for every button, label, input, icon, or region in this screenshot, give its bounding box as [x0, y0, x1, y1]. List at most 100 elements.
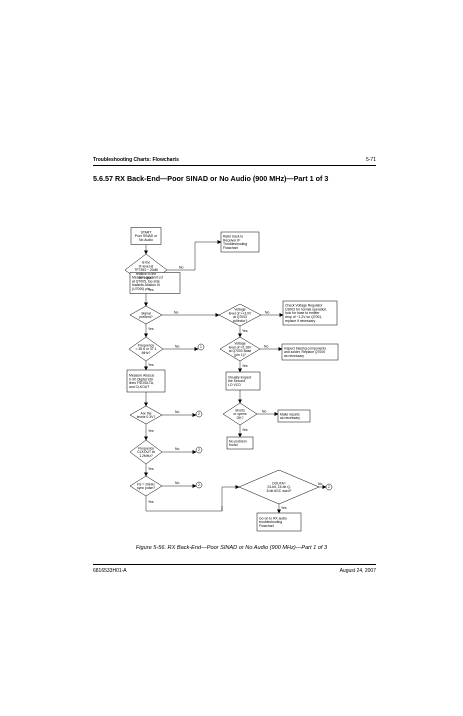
header-section-name: Flowcharts: [151, 157, 179, 163]
d_freq2-text: 1.2MHz?: [139, 454, 153, 458]
d_level-text: TP7353 ~ 20dB: [134, 268, 158, 272]
refer_back-text: Flowchart: [223, 246, 238, 250]
check_reg-text: U3003 for normal operation,: [285, 307, 327, 311]
start-text: Poor SINAD or: [135, 234, 158, 238]
yes-label: Yes: [148, 327, 154, 331]
inspect-text: as necessary: [284, 354, 304, 358]
header-section-bold: Troubleshooting Charts:: [93, 157, 152, 163]
measure_lo-text: towards Abacus III: [132, 283, 160, 287]
go_on-text: Go on to RX audio: [259, 516, 287, 520]
visually-text: Visually inspect: [228, 375, 251, 379]
measure_abacus-text: lines FSO/DLTA,: [129, 381, 154, 385]
d_fs-text: sync pulse?: [137, 486, 155, 490]
yes-label: Yes: [148, 363, 154, 367]
check_reg-text: Check Voltage Regulator: [285, 303, 323, 307]
yes-label: Yes: [148, 288, 154, 292]
start-box: [130, 227, 162, 245]
d_fs-decision: [129, 475, 163, 497]
page-header-section: Troubleshooting Charts: Flowcharts: [93, 157, 179, 163]
inspect-text: Inspect biasing components: [284, 346, 326, 350]
d_levels-text: Are the: [141, 411, 152, 415]
no-label: No: [175, 481, 179, 485]
d_levels-decision: [129, 405, 163, 425]
check_reg-text: look for base to emitter: [285, 311, 320, 315]
d_voltage1-text: at Q7003: [233, 315, 247, 319]
no_problem-text: found: [229, 443, 238, 447]
refer_back-box: [220, 231, 260, 253]
make_repairs-text: Make repairs: [280, 412, 300, 416]
d_dout-text: DOUTA=: [272, 481, 286, 485]
measure_abacus-box: [126, 369, 166, 393]
no-label: No: [175, 447, 179, 451]
d_shorts-text: or opens: [233, 412, 246, 416]
d_freq1-decision: [128, 336, 164, 362]
no-label: No: [175, 345, 179, 349]
go_on-text: Flowchart: [259, 524, 274, 528]
d_shorts-text: Shorts: [235, 408, 245, 412]
start-text: No Audio: [139, 238, 153, 242]
measure_lo-text: Measure Second LO: [132, 275, 163, 279]
d_level-text: relative to the: [136, 272, 156, 276]
check_reg-box: [282, 300, 338, 326]
d_level-text: RF input?: [139, 276, 154, 280]
refer_back-text: Troubleshooting: [223, 242, 247, 246]
connector-2: [195, 481, 203, 489]
measure_lo-text: (U7000) pin: [132, 287, 150, 291]
d_dout-decision: [238, 469, 320, 505]
check_reg-text: replace if necessary: [285, 319, 315, 323]
measure_abacus-text: and CLKOUT: [129, 385, 149, 389]
d_voltage1-decision: [218, 303, 262, 327]
start-text: START: [141, 230, 152, 234]
document-number: 6816533H01-A: [93, 568, 127, 574]
header-rule: [93, 165, 376, 166]
d_signal-text: present?: [139, 315, 152, 319]
no-label: No: [318, 482, 322, 486]
make_repairs-text: as necessary: [280, 416, 300, 420]
no_problem-box: [226, 436, 254, 450]
connector-label: 2: [198, 412, 200, 416]
connector-label: 2: [198, 448, 200, 452]
d_freq1-text: MHz?: [142, 351, 151, 355]
connector-2: [325, 483, 333, 491]
d_voltage1-text: Voltage: [234, 307, 245, 311]
refer_back-text: Refer back to: [223, 234, 243, 238]
flow-arrow: [221, 485, 240, 511]
yes-label: Yes: [242, 364, 248, 368]
d_level-text: Is the: [142, 260, 150, 264]
yes-label: Yes: [148, 467, 154, 471]
check_reg-text: drop of ~1.2V on Q7001,: [285, 315, 322, 319]
visually-text: the Second: [228, 379, 245, 383]
d_voltage1-text: collector?: [233, 319, 248, 323]
d_voltage1-text: level of >+3.0V: [229, 311, 252, 315]
yes-label: Yes: [242, 428, 248, 432]
no-label: No: [174, 311, 178, 315]
d_freq1-text: Frequency: [138, 343, 154, 347]
d_voltage2-decision: [219, 336, 261, 362]
measure_abacus-text: Measure Abacus: [129, 373, 155, 377]
measure_abacus-text: 0-3V Digital SSI: [129, 377, 153, 381]
d_shorts-text: OK?: [237, 416, 244, 420]
inspect-box: [281, 343, 339, 361]
visually-text: LO VCO: [228, 383, 241, 387]
d_signal-text: Signal: [141, 311, 151, 315]
section-title: 5.6.57 RX Back-End—Poor SINAD or No Audi…: [93, 174, 329, 183]
connector-label: 2: [328, 485, 330, 489]
go_on-text: troubleshooting: [259, 520, 282, 524]
make_repairs-box: [277, 409, 311, 423]
visually-box: [225, 371, 261, 391]
measure_lo-text: at Q7005, top side: [132, 279, 160, 283]
no-label: No: [179, 266, 183, 270]
d_signal-decision: [129, 305, 163, 325]
d_level-text: IF level at: [139, 264, 154, 268]
page-number: 5-71: [365, 157, 376, 163]
refer_back-text: Receiver IF: [223, 238, 240, 242]
footer-rule: [93, 564, 376, 565]
go_on-box: [256, 512, 302, 532]
connector-label: 1: [200, 345, 202, 349]
d_voltage2-text: (pin 1)?: [234, 353, 246, 357]
d_freq1-text: = 35.6 or 37.1: [135, 347, 156, 351]
connector-2: [195, 446, 203, 454]
d_voltage2-text: level of >2.18V: [229, 345, 252, 349]
connector-2: [195, 410, 203, 418]
